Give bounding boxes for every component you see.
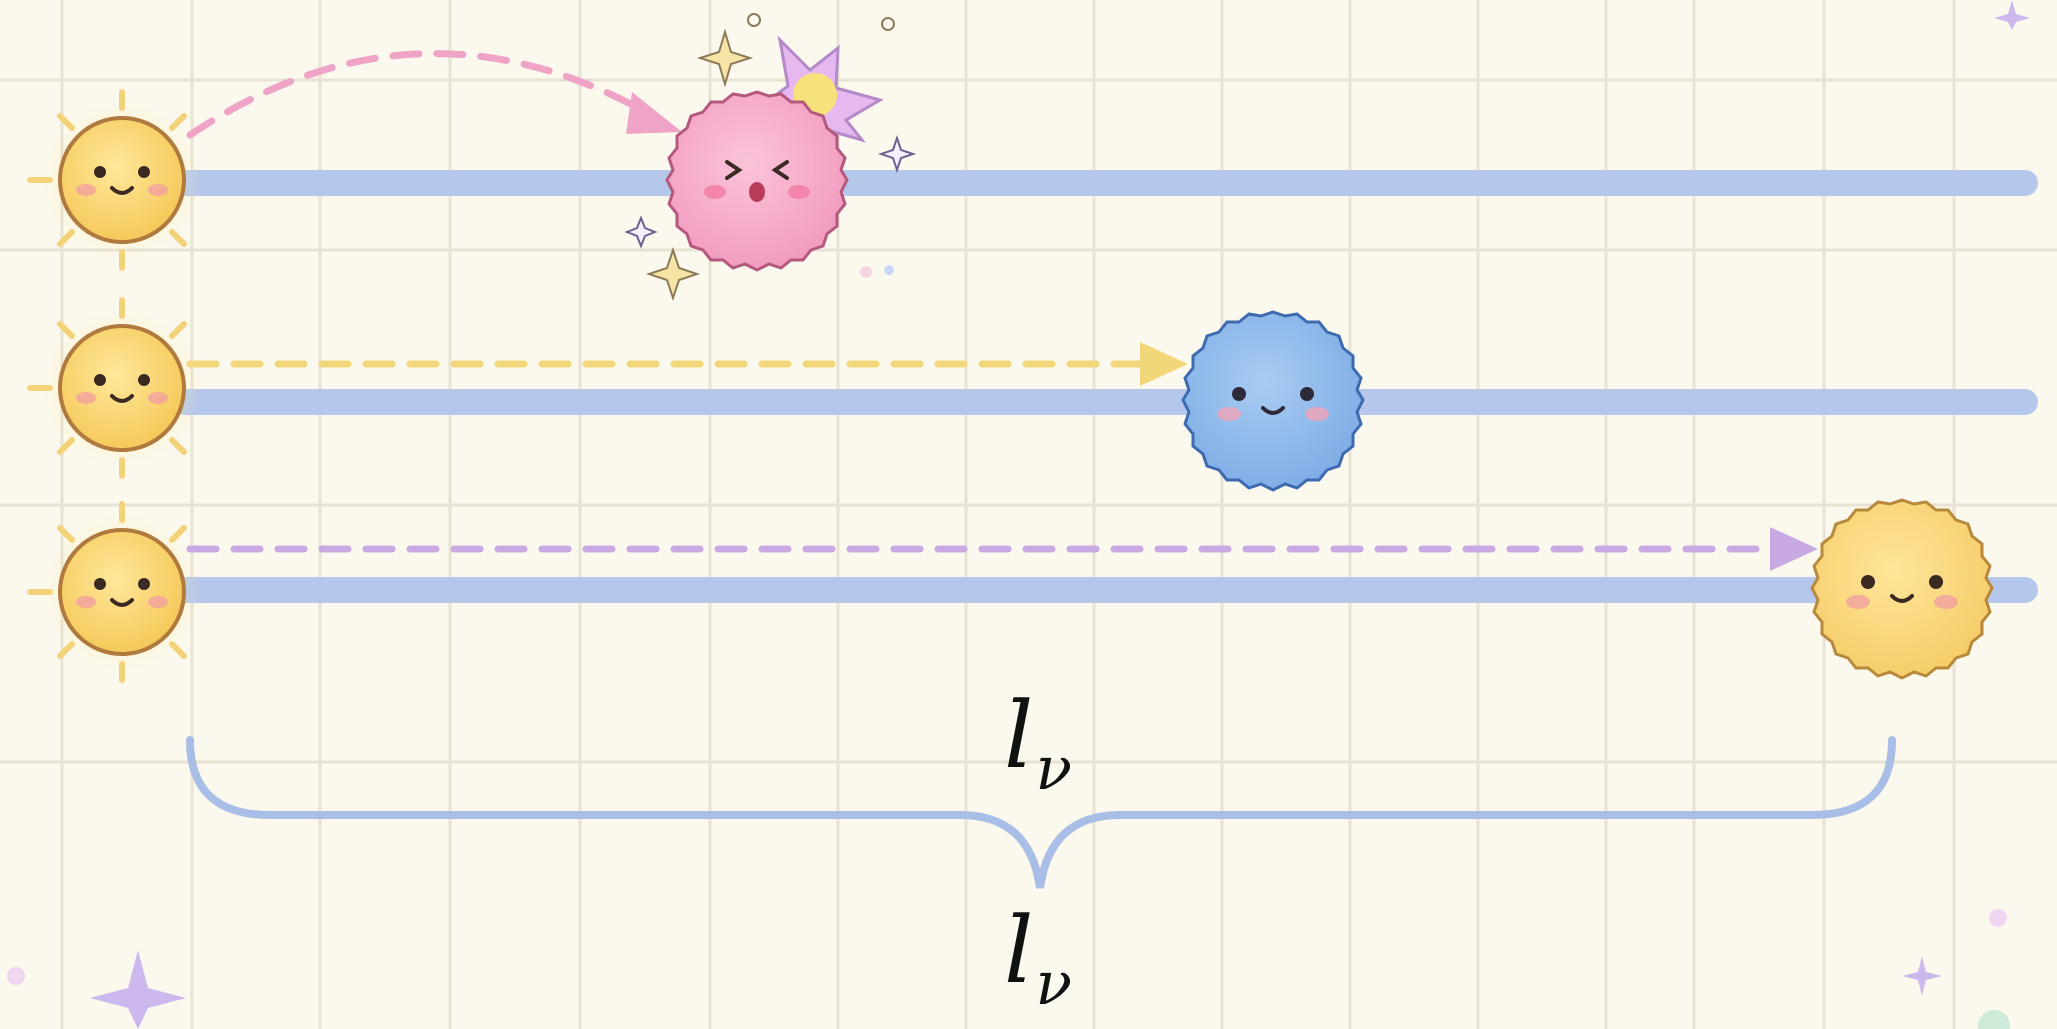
fuzzy-particle-icon: [665, 90, 849, 272]
brace-icon: [186, 736, 1896, 889]
sparkle-icon: [624, 134, 917, 249]
sun-icon: [27, 89, 202, 271]
arrowhead-purple: [1770, 527, 1818, 571]
length-subscript-2: ν: [1035, 949, 1072, 1019]
sun-icon: [27, 501, 202, 683]
length-subscript: ν: [1035, 734, 1072, 804]
sparkle-icon: [90, 0, 2030, 1029]
length-symbol: l: [1004, 682, 1034, 789]
sun-icon: [27, 297, 202, 479]
dashed-arrows: [186, 50, 1774, 553]
length-label-top: lν: [1004, 690, 1072, 800]
length-label-bottom: lν: [1004, 905, 1072, 1015]
decorative-dots: [7, 13, 2010, 1029]
beams: [172, 170, 2038, 603]
fuzzy-particle-icon: [1181, 310, 1365, 492]
sparkle-icon: [645, 28, 754, 302]
arrowhead-pink: [626, 92, 682, 134]
arrowhead-yellow: [1140, 342, 1188, 386]
fuzzy-particle-icon: [1810, 498, 1994, 680]
length-symbol-2: l: [1004, 897, 1034, 1004]
